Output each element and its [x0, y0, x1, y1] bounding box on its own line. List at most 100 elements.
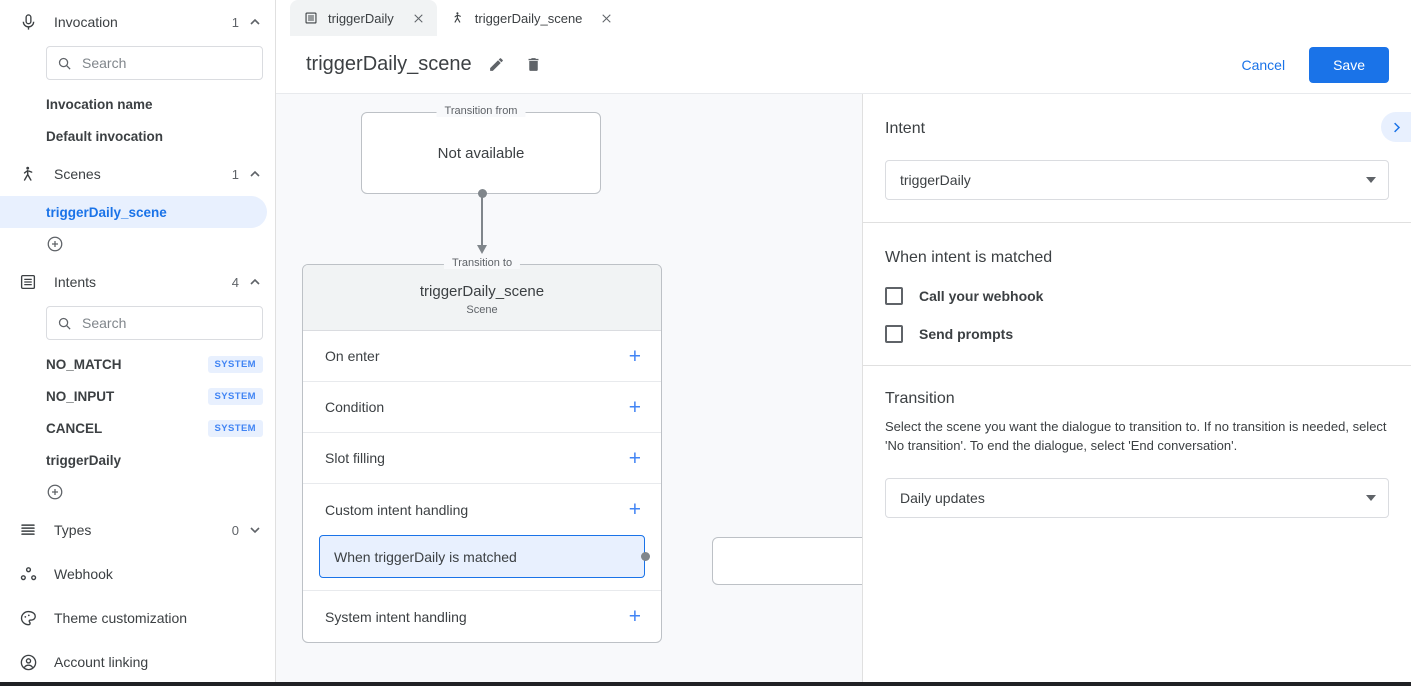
sidebar-item-triggerdaily[interactable]: triggerDaily [0, 444, 275, 476]
status-badge: SYSTEM [207, 387, 263, 405]
sidebar-item-invocation-name[interactable]: Invocation name [0, 88, 275, 120]
tab-triggerdaily[interactable]: triggerDaily [290, 0, 437, 36]
call-webhook-row[interactable]: Call your webhook [885, 287, 1389, 305]
add-intent-button[interactable] [0, 476, 275, 508]
chevron-down-icon[interactable] [249, 524, 261, 536]
send-prompts-checkbox[interactable] [885, 325, 903, 343]
connector-line [481, 193, 483, 249]
sidebar-item-label: Theme customization [54, 610, 188, 626]
scene-node[interactable]: Transition to triggerDaily_scene Scene O… [302, 257, 662, 643]
status-badge: SYSTEM [207, 419, 263, 437]
sidebar-item-label: NO_MATCH [46, 356, 122, 372]
send-prompts-row[interactable]: Send prompts [885, 325, 1389, 343]
search-icon [57, 56, 72, 71]
intents-search-input[interactable] [82, 315, 252, 331]
scene-node-name: triggerDaily_scene [419, 283, 545, 300]
sidebar-group-scenes[interactable]: Scenes 1 [0, 152, 275, 196]
intents-search-box[interactable] [46, 306, 263, 340]
sidebar-item-label: Default invocation [46, 128, 164, 144]
tab-bar: triggerDaily triggerDaily_scene [276, 0, 1411, 36]
intents-icon [304, 11, 318, 25]
content-body: Transition from Not available Transition… [276, 94, 1411, 686]
save-button[interactable]: Save [1309, 46, 1389, 83]
sidebar-item-cancel[interactable]: CANCEL SYSTEM [0, 412, 275, 444]
close-icon[interactable] [600, 12, 613, 25]
sidebar-item-no-match[interactable]: NO_MATCH SYSTEM [0, 348, 275, 380]
scene-row-label: On enter [325, 348, 380, 364]
scene-row-label: Custom intent handling [325, 501, 469, 518]
when-matched-heading: When intent is matched [885, 249, 1053, 266]
chevron-down-icon [1366, 494, 1376, 501]
sidebar-item-no-input[interactable]: NO_INPUT SYSTEM [0, 380, 275, 412]
scenes-icon [451, 11, 465, 25]
call-webhook-label: Call your webhook [919, 288, 1044, 304]
target-scene-node[interactable]: Tr Dail [712, 537, 862, 585]
intents-icon [16, 270, 40, 294]
page-header: triggerDaily_scene Cancel Save [276, 36, 1411, 94]
tab-triggerdaily-scene[interactable]: triggerDaily_scene [436, 0, 626, 36]
sidebar-item-theme-customization[interactable]: Theme customization [0, 596, 275, 640]
chevron-up-icon[interactable] [249, 276, 261, 288]
intent-select-value: triggerDaily [900, 172, 971, 188]
scene-row-on-enter[interactable]: On enter + [303, 331, 661, 382]
transition-description: Select the scene you want the dialogue t… [885, 419, 1387, 453]
cancel-button[interactable]: Cancel [1229, 49, 1297, 81]
microphone-icon [16, 10, 40, 34]
chevron-right-icon[interactable] [1381, 112, 1411, 142]
send-prompts-label: Send prompts [919, 326, 1014, 342]
chevron-up-icon[interactable] [249, 16, 261, 28]
sidebar-item-triggerdaily-scene[interactable]: triggerDaily_scene [0, 196, 267, 228]
add-system-intent-icon[interactable]: + [628, 605, 641, 628]
transition-to-legend: Transition to [443, 257, 521, 269]
when-matched-section: When intent is matched Call your webhook… [863, 222, 1411, 365]
sidebar-group-label: Scenes [54, 166, 101, 182]
call-webhook-checkbox[interactable] [885, 287, 903, 305]
sidebar-item-default-invocation[interactable]: Default invocation [0, 120, 275, 152]
connector-vertical [477, 189, 487, 255]
sidebar-group-label: Invocation [54, 14, 118, 30]
sidebar-group-label: Types [54, 522, 92, 538]
intent-handler-chip[interactable]: When triggerDaily is matched [319, 535, 645, 578]
bottom-bar [0, 682, 1411, 686]
sidebar-group-types[interactable]: Types 0 [0, 508, 275, 552]
add-slot-filling-icon[interactable]: + [628, 446, 641, 470]
intent-handler-wrap: When triggerDaily is matched [303, 535, 661, 591]
add-scene-button[interactable] [0, 228, 275, 260]
invocation-search-box[interactable] [46, 46, 263, 80]
sidebar-item-label: triggerDaily [46, 452, 122, 468]
sidebar-group-intents[interactable]: Intents 4 [0, 260, 275, 304]
add-on-enter-icon[interactable]: + [628, 344, 641, 368]
sidebar-item-label: CANCEL [46, 420, 103, 436]
sidebar: Invocation 1 Invocation name Default inv… [0, 0, 276, 686]
transition-from-node[interactable]: Transition from Not available [361, 105, 601, 194]
scene-row-system-intent-handling[interactable]: System intent handling + [303, 591, 661, 642]
scenes-icon [16, 162, 40, 186]
scene-row-slot-filling[interactable]: Slot filling + [303, 433, 661, 484]
invocation-search-input[interactable] [82, 55, 252, 71]
transition-select[interactable]: Daily updates [885, 477, 1389, 518]
tab-label: triggerDaily_scene [474, 10, 583, 26]
transition-from-legend: Transition from [436, 105, 526, 117]
add-condition-icon[interactable]: + [628, 395, 641, 419]
scene-canvas[interactable]: Transition from Not available Transition… [276, 94, 862, 686]
close-icon[interactable] [412, 12, 425, 25]
scene-row-condition[interactable]: Condition + [303, 382, 661, 433]
trash-icon[interactable] [525, 56, 542, 73]
sidebar-group-label: Intents [54, 274, 97, 290]
transition-section: Transition Select the scene you want the… [863, 365, 1411, 540]
chevron-up-icon[interactable] [249, 168, 261, 180]
sidebar-group-invocation[interactable]: Invocation 1 [0, 0, 275, 44]
scene-node-type: Scene [466, 304, 498, 316]
transition-heading: Transition [885, 390, 955, 407]
sidebar-item-label: Webhook [54, 566, 113, 582]
intent-select[interactable]: triggerDaily [885, 160, 1389, 200]
add-custom-intent-icon[interactable]: + [628, 498, 641, 521]
sidebar-item-webhook[interactable]: Webhook [0, 552, 275, 596]
scene-row-custom-intent-handling[interactable]: Custom intent handling + [303, 484, 661, 535]
page-title: triggerDaily_scene [306, 53, 472, 75]
pencil-icon[interactable] [488, 56, 505, 73]
sidebar-item-account-linking[interactable]: Account linking [0, 640, 275, 684]
sidebar-group-count: 0 [231, 522, 239, 538]
intent-heading: Intent [885, 120, 926, 137]
